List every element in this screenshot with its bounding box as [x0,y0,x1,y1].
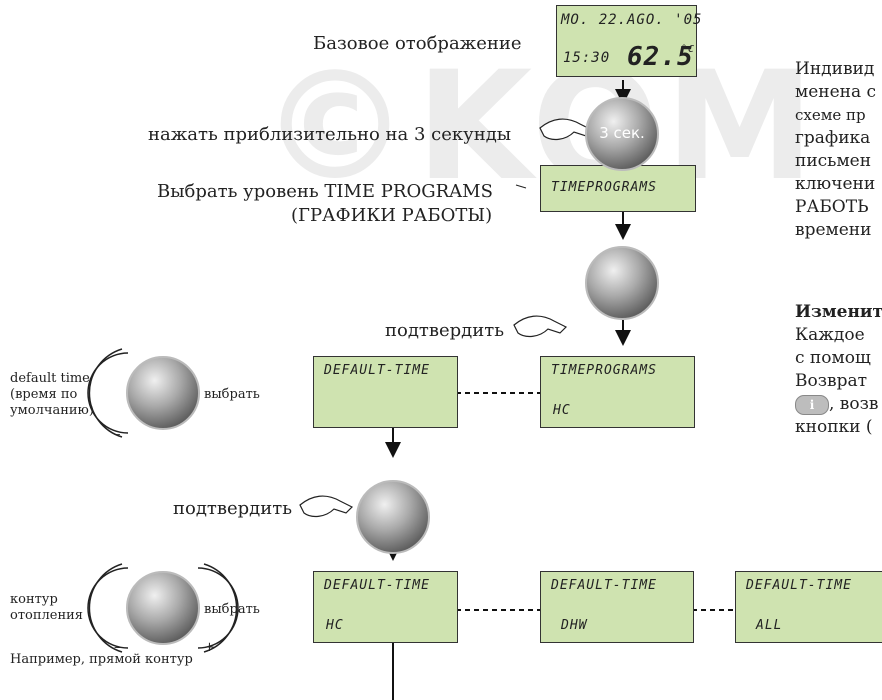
choose-label-2: выбрать [204,602,260,617]
select-level-label: Выбрать уровень TIME PROGRAMS [157,181,493,202]
lcd-timeprograms-text: TIMEPROGRAMS [551,180,657,195]
lcd-timeprograms-2: TIMEPROGRAMS HC [540,356,695,428]
circuit-label: контур отопления [10,592,83,623]
lcd-date: MO. 22.AGO. '05 [561,12,703,28]
select-level-sub-label: (ГРАФИКИ РАБОТЫ) [291,205,493,226]
lcd-unit: °C [681,44,696,55]
lcd-default-time-text-2: DEFAULT-TIME [324,578,430,593]
watermark: ©KOM [260,40,821,214]
base-display-label: Базовое отображение [313,33,522,54]
right-text-paragraph: Индивид менена с схеме пр графика письме… [795,59,877,240]
lcd-base-display: MO. 22.AGO. '05 15:30 62.5 °C [556,5,701,77]
lcd-temperature: 62.5 [627,42,694,72]
rotary-knob-confirm-1[interactable] [585,246,659,320]
minus-sign-1: – [114,427,121,442]
default-time-label: default time (время по умолчанию) [10,371,94,418]
lcd-timeprograms-text-2: TIMEPROGRAMS [551,363,657,378]
lcd-default-time-1: DEFAULT-TIME [313,356,458,428]
minus-sign-2: – [114,640,121,655]
lcd-default-time-text: DEFAULT-TIME [324,363,430,378]
lcd-time: 15:30 [563,50,611,66]
press-3s-label: нажать приблизительно на 3 секунды [148,124,512,145]
rotary-knob-select-1[interactable] [126,356,200,430]
rotary-knob-confirm-2[interactable] [356,480,430,554]
knob-seconds-text: 3 сек. [599,124,645,142]
lcd-default-time-text-3: DEFAULT-TIME [551,578,657,593]
lcd-default-time-text-4: DEFAULT-TIME [746,578,852,593]
rotary-knob-press[interactable]: 3 сек. [585,97,659,171]
lcd-all-text: ALL [756,618,783,633]
lcd-hc-text: HC [553,403,571,418]
lcd-dhw-text: DHW [561,618,588,633]
confirm-label-1: подтвердить [385,320,505,341]
lcd-timeprograms-1: TIMEPROGRAMS [540,165,696,212]
lcd-default-time-3: DEFAULT-TIME DHW [540,571,694,643]
example-label: Например, прямой контур [10,652,193,667]
info-button-icon: i [795,394,829,415]
choose-label-1: выбрать [204,387,260,402]
lcd-hc-text-2: HC [326,618,344,633]
rotary-knob-select-2[interactable] [126,571,200,645]
right-text-section: Изменит Каждое с помощ Возврат i, возв к… [795,302,882,437]
hand-icon [299,118,594,518]
confirm-label-2: подтвердить [173,498,293,519]
lcd-default-time-2: DEFAULT-TIME HC [313,571,458,643]
lcd-default-time-4: DEFAULT-TIME ALL [735,571,882,643]
plus-sign: + [204,640,215,655]
